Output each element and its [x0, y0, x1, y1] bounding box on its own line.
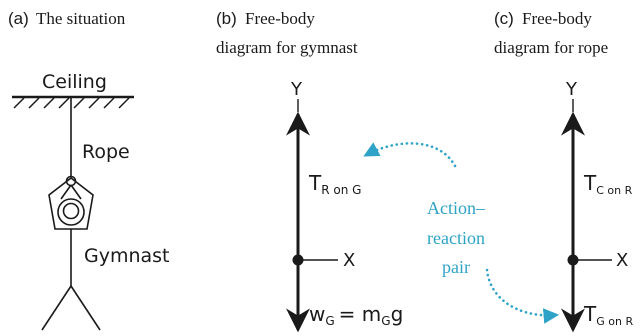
action-reaction-line3: pair	[442, 257, 470, 277]
ceiling-label: Ceiling	[42, 71, 107, 93]
rope-fbd: Y X TC on R TG on R	[565, 79, 633, 330]
gymnast-left-arm-upper	[61, 185, 71, 199]
weight-equals-m: = m	[339, 302, 382, 326]
rope-particle-dot	[568, 255, 579, 266]
panel-b-letter: (b)	[216, 9, 237, 28]
weight-equation: wG= mGg	[309, 302, 403, 328]
tension-ceiling-on-rope-sub: C on R	[596, 184, 632, 197]
tension-rope-on-gymnast-sub: R on G	[321, 183, 361, 197]
gymnast-particle-dot	[293, 255, 304, 266]
gymnast-right-leg	[71, 286, 100, 330]
rope-fbd-y-label: Y	[565, 79, 578, 100]
weight-main: w	[309, 302, 325, 326]
panel-a-letter: (a)	[8, 9, 29, 28]
gymnast-fbd-y-label: Y	[290, 79, 303, 100]
tension-gymnast-on-rope-main: T	[583, 302, 597, 326]
tension-ceiling-on-rope-main: T	[583, 171, 597, 195]
panel-c-letter: (c)	[494, 9, 514, 28]
panel-b-title: (b) Free-body diagram for gymnast	[216, 9, 358, 57]
gymnast-right-arm-upper	[71, 185, 81, 199]
panel-c-title-line2: diagram for rope	[494, 38, 608, 57]
weight-g: g	[391, 302, 404, 326]
action-reaction-arrow-upper	[366, 143, 455, 166]
gymnast-fbd-x-label: X	[343, 250, 355, 271]
tension-gymnast-on-rope-sub: G on R	[596, 315, 633, 328]
panel-c-title-line1: Free-body	[522, 9, 592, 28]
weight-sub2: G	[381, 314, 390, 328]
panel-b-title-line2: diagram for gymnast	[216, 38, 358, 57]
gymnast-label: Gymnast	[84, 245, 170, 267]
gymnast-left-leg	[42, 286, 71, 330]
tension-rope-on-gymnast-label: TR on G	[308, 171, 361, 197]
gymnast-head-inner	[64, 204, 79, 219]
tension-gymnast-on-rope-label: TG on R	[583, 302, 633, 328]
panel-a-title: (a) The situation	[8, 9, 126, 28]
panel-a-title-text: The situation	[36, 9, 126, 28]
rope-label: Rope	[82, 141, 130, 163]
action-reaction-line2: reaction	[427, 228, 485, 248]
gymnast-fbd: Y X TR on G wG= mGg	[290, 79, 403, 330]
action-reaction-line1: Action–	[427, 198, 486, 218]
situation-drawing: Ceiling Rope Gymnast	[12, 71, 170, 330]
tension-ceiling-on-rope-label: TC on R	[583, 171, 633, 197]
tension-rope-on-gymnast-main: T	[308, 171, 322, 195]
panel-b-title-line1: Free-body	[245, 9, 315, 28]
panel-c-title: (c) Free-body diagram for rope	[494, 9, 608, 57]
rope-fbd-x-label: X	[616, 250, 628, 271]
action-reaction-annotation: Action– reaction pair	[366, 143, 556, 315]
action-reaction-arrow-lower	[487, 270, 556, 315]
weight-sub: G	[325, 314, 334, 328]
